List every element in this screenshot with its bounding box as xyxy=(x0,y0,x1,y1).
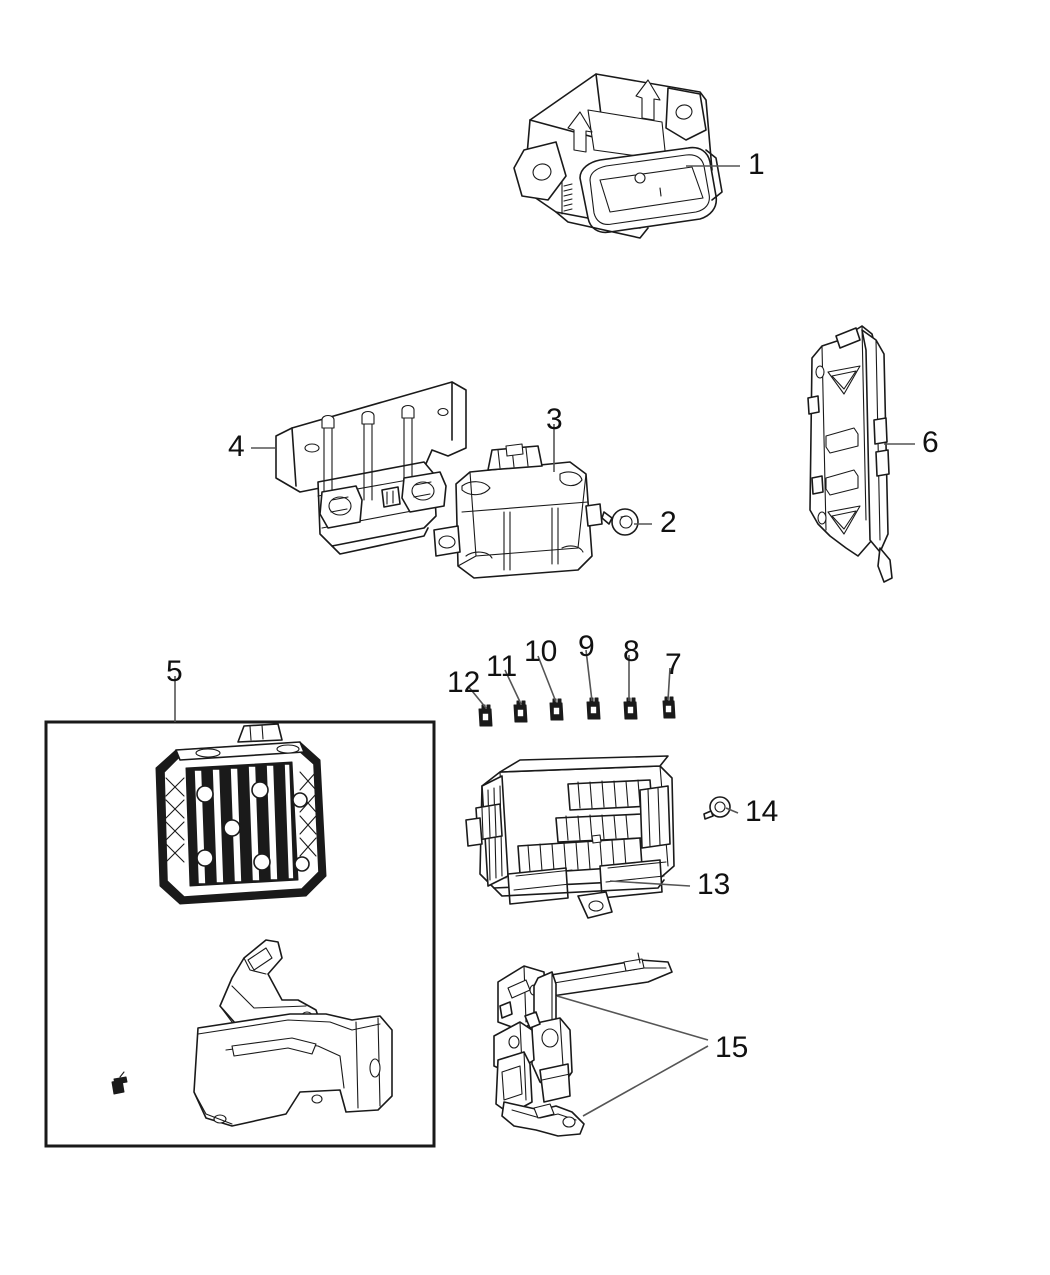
callout-label-3: 3 xyxy=(546,403,563,436)
part-7-fuse xyxy=(662,696,676,719)
part-8-fuse xyxy=(623,697,638,720)
callout-label-1: 1 xyxy=(748,148,765,181)
callout-label-7: 7 xyxy=(665,648,682,681)
callout-label-9: 9 xyxy=(578,630,595,663)
callout-label-6: 6 xyxy=(922,426,939,459)
parts-7-12-fuses xyxy=(478,696,676,727)
part-13-junction-block xyxy=(465,755,675,919)
callout-label-15: 15 xyxy=(715,1031,749,1064)
callout-label-11: 11 xyxy=(486,650,518,683)
part-5-small-screw xyxy=(111,1071,128,1095)
callout-label-12: 12 xyxy=(447,666,481,699)
part-4-mounting-bracket xyxy=(275,381,467,555)
part-5-bracket-lower xyxy=(193,1013,393,1127)
part-5-frame-box xyxy=(44,720,436,1148)
callout-label-4: 4 xyxy=(228,430,245,463)
part-10-fuse xyxy=(549,698,564,721)
callout-label-10: 10 xyxy=(524,635,558,668)
part-15-sensor-bracket-lower xyxy=(493,1021,585,1137)
part-14-nut-fastener xyxy=(703,796,731,820)
part-9-fuse xyxy=(586,697,601,720)
callout-label-8: 8 xyxy=(623,635,640,668)
callout-label-14: 14 xyxy=(745,795,779,828)
part-12-fuse xyxy=(478,704,493,727)
part-11-fuse xyxy=(513,700,528,723)
callout-label-2: 2 xyxy=(660,506,677,539)
part-6-vertical-support-bracket xyxy=(807,325,893,583)
part-1-module-with-bracket xyxy=(513,73,723,239)
callout-leaders xyxy=(174,165,915,1117)
part-2-screw-fastener xyxy=(601,508,639,536)
callout-label-5: 5 xyxy=(166,655,183,688)
callout-label-13: 13 xyxy=(697,868,731,901)
part-5-powertrain-control-module xyxy=(155,723,327,905)
part-15-sensor-bracket-upper xyxy=(497,952,673,1103)
part-3-control-module xyxy=(433,443,603,579)
